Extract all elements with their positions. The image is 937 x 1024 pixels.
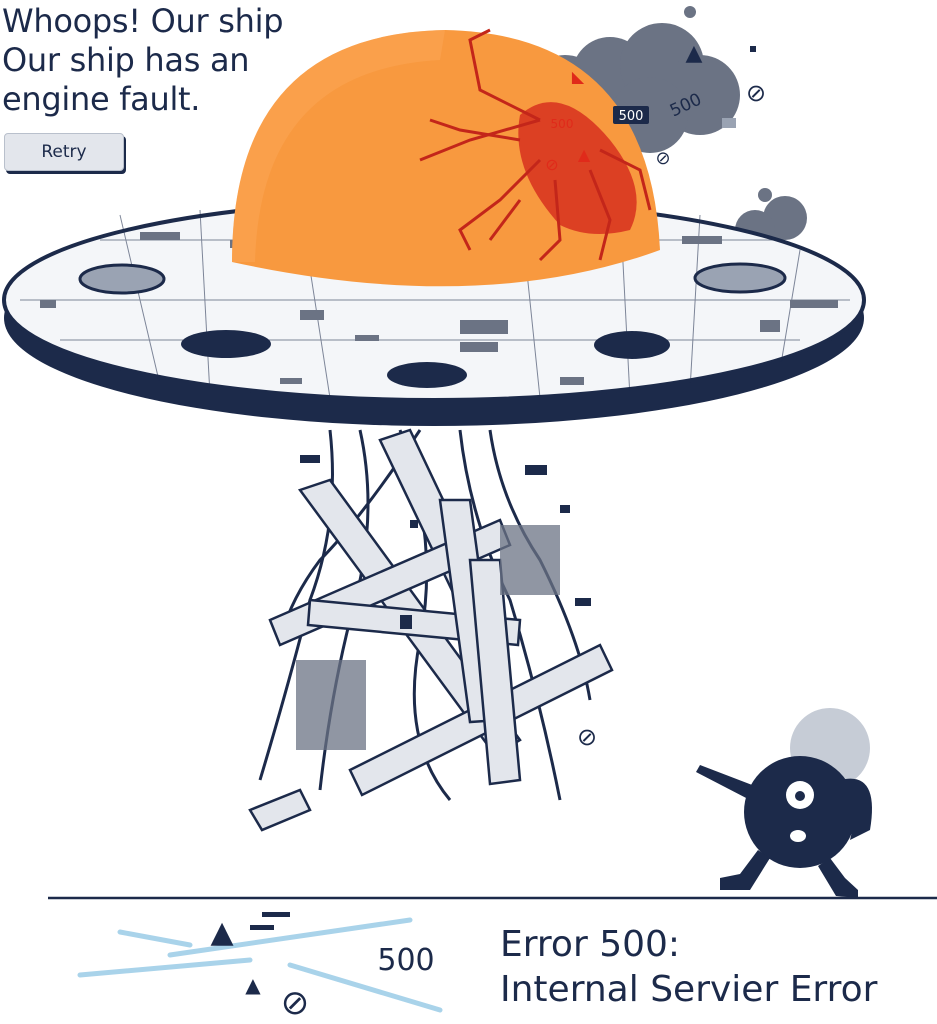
glitch-blocks xyxy=(296,455,591,750)
error-title: Error 500: xyxy=(500,924,681,965)
dome-no-entry-icon: ⊘ xyxy=(545,155,558,174)
headline-line-3: engine fault. xyxy=(2,80,201,118)
debris-no-entry-icon: ⊘ xyxy=(577,723,597,751)
dome-warning-icon: ▲ xyxy=(578,145,591,164)
error-message-block: Error 500: Internal Servier Error xyxy=(500,922,877,1012)
ground-warning-icon: ▲ xyxy=(210,915,233,950)
no-entry-icon: ⊘ xyxy=(746,79,766,107)
headline-line-1: Whoops! Our ship xyxy=(2,2,284,40)
pixel-glitch xyxy=(750,46,756,52)
red-warning-flag-icon: ◣ xyxy=(572,67,585,86)
ground-dash xyxy=(250,925,274,930)
ground-error-code: 500 xyxy=(377,943,434,978)
ground-warning-icon-small: ▲ xyxy=(245,973,261,997)
headline-line-2: Our ship has an xyxy=(2,41,250,79)
ground-debris xyxy=(77,917,443,1013)
retry-button[interactable]: Retry xyxy=(4,133,124,171)
headline: Whoops! Our ship Our ship has an engine … xyxy=(2,2,284,119)
error-message: Internal Servier Error xyxy=(500,969,878,1010)
no-entry-icon-small: ⊘ xyxy=(655,148,670,169)
pixel-glitch xyxy=(722,118,736,128)
smoke-badge-bg xyxy=(613,106,649,124)
ground-no-entry-icon: ⊘ xyxy=(281,983,310,1023)
smoke-error-badge: 500 xyxy=(619,109,644,124)
cracked-dome xyxy=(232,28,660,287)
ground-dash xyxy=(262,912,290,917)
dome-error-code: 500 xyxy=(551,117,574,131)
smoke-warning-icon: ▲ xyxy=(686,41,703,66)
pointing-alien xyxy=(696,708,872,898)
